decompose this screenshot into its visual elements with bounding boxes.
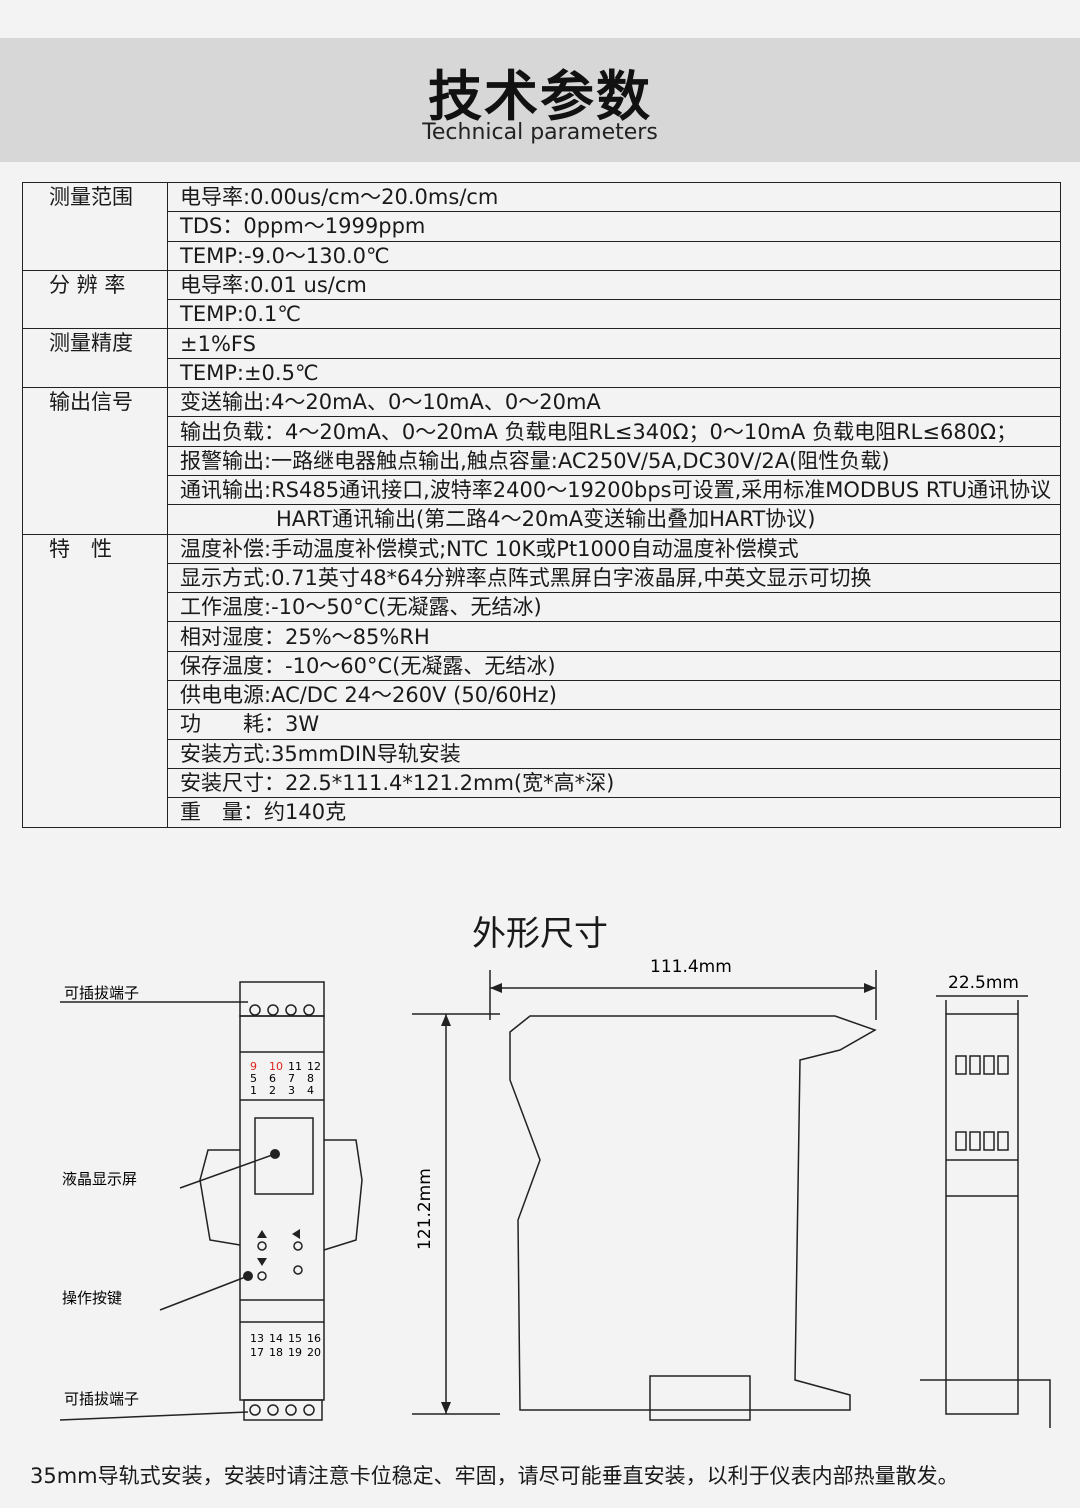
end-view-housing xyxy=(945,1013,1019,1415)
drawing-title: 外形尺寸 xyxy=(472,914,608,954)
terminal-number: 7 xyxy=(288,1072,295,1085)
spec-row: 安装尺寸：22.5*111.4*121.2mm(宽*高*深) xyxy=(23,767,1061,799)
label-top-terminal: 可插拔端子 xyxy=(64,984,139,1002)
terminal-number: 6 xyxy=(269,1072,276,1085)
terminal-number: 12 xyxy=(307,1060,321,1073)
spec-row: 相对湿度：25%～85%RH xyxy=(23,621,1061,652)
spec-value: 输出负载：4～20mA、0～20mA 负载电阻RL≤340Ω；0～10mA 负载… xyxy=(167,416,1061,447)
spec-value: 保存温度：-10～60°C(无凝露、无结冰) xyxy=(167,650,1061,682)
spec-row: 重 量：约140克 xyxy=(23,797,1061,828)
dim-height: 121.2mm xyxy=(415,1168,435,1250)
terminal-number: 14 xyxy=(269,1332,283,1345)
terminal-number: 8 xyxy=(307,1072,314,1085)
spec-category: 测量范围 xyxy=(22,182,168,271)
spec-value: 电导率:0.00us/cm～20.0ms/cm xyxy=(167,181,1061,213)
spec-row: TEMP:±0.5℃ xyxy=(23,357,1061,389)
top-terminal-block xyxy=(239,981,325,1017)
spec-category: 特 性 xyxy=(22,533,168,828)
spec-row: 输出负载：4～20mA、0～20mA 负载电阻RL≤340Ω；0～10mA 负载… xyxy=(23,416,1061,447)
spec-row: TEMP:-9.0～130.0℃ xyxy=(23,240,1061,271)
terminal-number: 1 xyxy=(250,1084,257,1097)
terminal-number: 2 xyxy=(269,1084,276,1097)
dim-width: 111.4mm xyxy=(650,957,732,977)
spec-value: 相对湿度：25%～85%RH xyxy=(167,621,1061,652)
spec-row: 工作温度:-10～50°C(无凝露、无结冰) xyxy=(23,592,1061,623)
spec-value: HART通讯输出(第二路4～20mA变送输出叠加HART协议) xyxy=(167,504,1061,535)
spec-value: 重 量：约140克 xyxy=(167,797,1061,828)
spec-value: 温度补偿:手动温度补偿模式;NTC 10K或Pt1000自动温度补偿模式 xyxy=(167,533,1061,564)
spec-row: 保存温度：-10～60°C(无凝露、无结冰) xyxy=(23,650,1061,682)
side-housing xyxy=(509,1015,877,1411)
spec-row: HART通讯输出(第二路4～20mA变送输出叠加HART协议) xyxy=(23,504,1061,535)
spec-row: 测量精度±1%FS xyxy=(22,328,1061,389)
spec-value: 报警输出:一路继电器触点输出,触点容量:AC250V/5A,DC30V/2A(阻… xyxy=(167,445,1061,476)
terminal-number: 11 xyxy=(288,1060,302,1073)
page-subtitle: Technical parameters xyxy=(422,120,658,145)
terminal-number: 20 xyxy=(307,1346,321,1359)
spec-row: 测量范围电导率:0.00us/cm～20.0ms/cm xyxy=(22,181,1061,271)
spec-value: TEMP:0.1℃ xyxy=(167,299,1061,330)
terminal-number: 16 xyxy=(307,1332,321,1345)
spec-value: ±1%FS xyxy=(167,328,1061,359)
spec-value: 电导率:0.01 us/cm xyxy=(167,269,1061,301)
terminal-number: 18 xyxy=(269,1346,283,1359)
terminal-number: 13 xyxy=(250,1332,264,1345)
spec-row: 功 耗：3W xyxy=(23,709,1061,740)
terminal-number: 4 xyxy=(307,1084,314,1097)
terminal-number: 3 xyxy=(288,1084,295,1097)
spec-value: 工作温度:-10～50°C(无凝露、无结冰) xyxy=(167,592,1061,623)
terminal-number: 15 xyxy=(288,1332,302,1345)
spec-row: 报警输出:一路继电器触点输出,触点容量:AC250V/5A,DC30V/2A(阻… xyxy=(23,445,1061,476)
label-keys: 操作按键 xyxy=(62,1289,122,1307)
terminal-number: 9 xyxy=(250,1060,257,1073)
spec-value: 功 耗：3W xyxy=(167,709,1061,740)
spec-row: 输出信号变送输出:4～20mA、0～10mA、0～20mA xyxy=(22,387,1061,535)
terminal-number: 17 xyxy=(250,1346,264,1359)
rail-clip xyxy=(649,1375,751,1421)
bottom-terminal-block xyxy=(243,1399,323,1421)
label-bottom-terminal: 可插拔端子 xyxy=(64,1390,139,1408)
page-title: 技术参数 xyxy=(428,65,652,128)
spec-row: 通讯输出:RS485通讯接口,波特率2400～19200bps可设置,采用标准M… xyxy=(23,474,1061,506)
dim-depth: 22.5mm xyxy=(948,973,1019,993)
spec-row: 特 性温度补偿:手动温度补偿模式;NTC 10K或Pt1000自动温度补偿模式 xyxy=(22,533,1061,828)
spec-row: TEMP:0.1℃ xyxy=(23,299,1061,330)
spec-value: TEMP:-9.0～130.0℃ xyxy=(167,240,1061,271)
spec-value: 显示方式:0.71英寸48*64分辨率点阵式黑屏白字液晶屏,中英文显示可切换 xyxy=(167,562,1061,594)
terminal-number: 10 xyxy=(269,1060,283,1073)
spec-value: TEMP:±0.5℃ xyxy=(167,357,1061,389)
spec-value: 供电电源:AC/DC 24～260V (50/60Hz) xyxy=(167,680,1061,711)
spec-row: 显示方式:0.71英寸48*64分辨率点阵式黑屏白字液晶屏,中英文显示可切换 xyxy=(23,562,1061,594)
terminal-number: 5 xyxy=(250,1072,257,1085)
header-band xyxy=(0,38,1080,162)
spec-value: 通讯输出:RS485通讯接口,波特率2400～19200bps可设置,采用标准M… xyxy=(167,474,1061,506)
spec-value: 安装尺寸：22.5*111.4*121.2mm(宽*高*深) xyxy=(167,767,1061,799)
spec-category: 输出信号 xyxy=(22,387,168,535)
spec-value: 变送输出:4～20mA、0～10mA、0～20mA xyxy=(167,387,1061,418)
label-lcd: 液晶显示屏 xyxy=(62,1170,137,1188)
lcd-window xyxy=(254,1117,314,1195)
spec-row: 供电电源:AC/DC 24～260V (50/60Hz) xyxy=(23,680,1061,711)
terminal-number: 19 xyxy=(288,1346,302,1359)
install-note: 35mm导轨式安装，安装时请注意卡位稳定、牢固，请尽可能垂直安装，以利于仪表内部… xyxy=(30,1464,959,1488)
